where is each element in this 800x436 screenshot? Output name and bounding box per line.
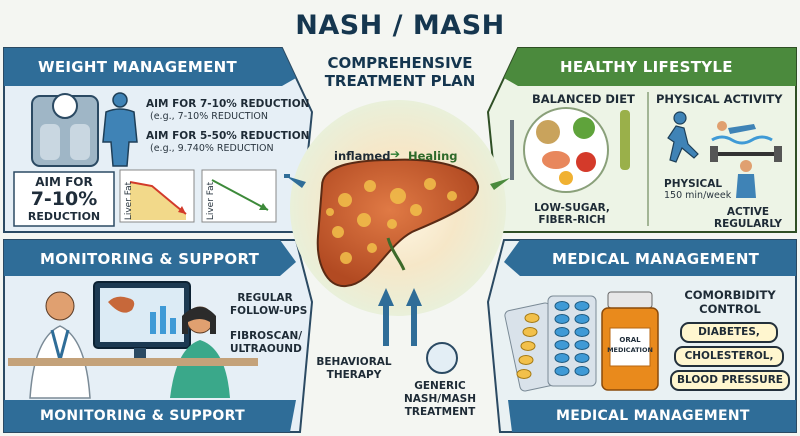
inflamed-label: inflamed bbox=[334, 149, 391, 163]
scan-1: FIBROSCAN/ bbox=[230, 330, 303, 342]
behavioral-1: BEHAVIORAL bbox=[316, 356, 392, 368]
activity-label: PHYSICAL ACTIVITY bbox=[656, 92, 783, 106]
healing-label: Healing bbox=[408, 149, 458, 163]
molecule-icon bbox=[426, 342, 458, 374]
comorbidity-2: CONTROL bbox=[699, 302, 761, 316]
pill-blood-pressure: BLOOD PRESSURE bbox=[670, 370, 790, 391]
followup-1: REGULAR bbox=[237, 292, 293, 304]
medical-banner-top: MEDICAL MANAGEMENT bbox=[552, 250, 760, 268]
physical-minutes: 150 min/week bbox=[664, 190, 732, 201]
monitoring-banner-top: MONITORING & SUPPORT bbox=[40, 250, 260, 268]
pill-cholesterol: CHOLESTEROL, bbox=[674, 346, 784, 367]
physical-label: PHYSICAL bbox=[664, 178, 723, 190]
chart-1-axis-label: Liver Fat bbox=[124, 181, 135, 221]
generic-2: NASH/MASH bbox=[403, 393, 477, 405]
pill bbox=[574, 340, 590, 350]
pill bbox=[574, 327, 590, 337]
diet-plate-icon bbox=[510, 107, 630, 193]
desk bbox=[8, 358, 258, 366]
weightlifter-icon bbox=[710, 146, 782, 198]
scale-icon bbox=[31, 93, 99, 167]
pill bbox=[554, 340, 570, 350]
medical-banner-bottom: MEDICAL MANAGEMENT bbox=[556, 408, 750, 424]
comorbidity-1: COMORBIDITY bbox=[684, 288, 776, 302]
pill bbox=[574, 353, 590, 363]
pill bbox=[554, 366, 570, 376]
pill-dots bbox=[516, 301, 590, 379]
diet-note-2: FIBER-RICH bbox=[538, 214, 606, 226]
pill-diabetes: DIABETES, bbox=[680, 322, 778, 343]
pill bbox=[554, 301, 570, 311]
subtitle-line-2: TREATMENT PLAN bbox=[324, 72, 476, 90]
aim-box bbox=[13, 171, 115, 227]
pill bbox=[520, 341, 536, 351]
bottle-label-1: ORAL bbox=[619, 336, 641, 344]
bottle-label-2: MEDICATION bbox=[607, 346, 653, 354]
pill bbox=[554, 353, 570, 363]
liver-illustration bbox=[316, 158, 480, 288]
subtitle-line-1: COMPREHENSIVE bbox=[327, 54, 473, 72]
weight-aim-1: AIM FOR 7-10% REDUCTION bbox=[146, 98, 310, 110]
weight-banner: WEIGHT MANAGEMENT bbox=[38, 58, 238, 76]
person-icon bbox=[102, 92, 138, 167]
pill bbox=[522, 327, 538, 337]
pill bbox=[554, 314, 570, 324]
pill bbox=[518, 355, 534, 365]
aim-box-line-1: AIM FOR bbox=[35, 175, 93, 189]
pill bbox=[554, 327, 570, 337]
lifestyle-banner: HEALTHY LIFESTYLE bbox=[560, 58, 733, 76]
aim-box-line-3: REDUCTION bbox=[27, 210, 101, 223]
pill bbox=[574, 314, 590, 324]
monitor-icon bbox=[93, 281, 191, 358]
pill bbox=[524, 313, 540, 323]
pill bbox=[574, 301, 590, 311]
scan-2: ULTRAOUND bbox=[230, 343, 302, 355]
active-label-1: ACTIVE bbox=[726, 206, 770, 218]
pill bbox=[516, 369, 532, 379]
liver-fat-chart-1 bbox=[119, 169, 195, 223]
followup-2: FOLLOW-UPS bbox=[230, 305, 308, 317]
weight-aim-2-example: (e.g., 9.740% REDUCTION bbox=[150, 143, 274, 154]
active-label-2: REGULARLY bbox=[714, 218, 782, 230]
generic-3: TREATMENT bbox=[404, 406, 476, 418]
behavioral-2: THERAPY bbox=[326, 369, 382, 381]
liver-fat-chart-2 bbox=[201, 169, 277, 223]
main-title: NASH / MASH bbox=[295, 10, 505, 41]
patient-icon bbox=[170, 306, 230, 398]
diet-label: BALANCED DIET bbox=[532, 92, 635, 106]
swimmer-icon bbox=[711, 121, 773, 145]
weight-aim-2: AIM FOR 5-50% REDUCTION bbox=[146, 130, 310, 142]
weight-aim-1-example: (e.g., 7-10% REDUCTION bbox=[150, 111, 268, 122]
medication-bottle-icon bbox=[601, 291, 659, 391]
runner-icon bbox=[667, 111, 699, 163]
aim-box-line-2: 7-10% bbox=[30, 188, 98, 210]
arrows bbox=[284, 174, 510, 346]
monitoring-banner-bottom: MONITORING & SUPPORT bbox=[40, 408, 245, 424]
healing-arrow-icon: ➔ bbox=[390, 147, 401, 161]
pill bbox=[574, 366, 590, 376]
chart-2-axis-label: Liver Fat bbox=[206, 181, 217, 221]
generic-1: GENERIC bbox=[414, 380, 466, 392]
diet-note-1: LOW-SUGAR, bbox=[534, 202, 610, 214]
